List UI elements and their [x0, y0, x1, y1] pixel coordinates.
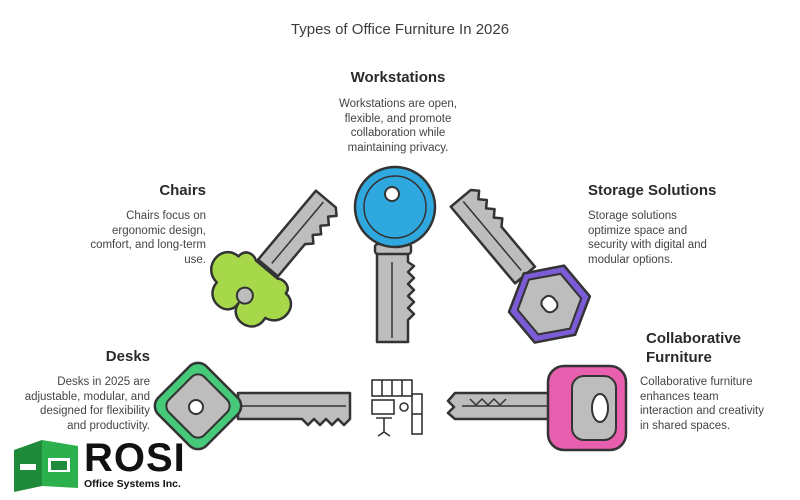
logo-subtitle: Office Systems Inc.: [84, 478, 181, 490]
workstations-heading: Workstations: [350, 69, 446, 86]
chairs-description: Chairs focus on ergonomic design, comfor…: [90, 210, 206, 266]
workstations-key-head: [353, 165, 437, 249]
storage-key: [449, 188, 592, 344]
desks-description: Desks in 2025 are adjustable, modular, a…: [24, 376, 150, 432]
storage-description: Storage solutions optimize space and sec…: [588, 210, 707, 266]
chairs-key: [210, 189, 338, 328]
rosi-logo: ROSI Office Systems Inc.: [12, 436, 185, 494]
collaborative-description: Collaborative furniture enhances team in…: [640, 376, 765, 432]
desks-heading: Desks: [105, 348, 150, 365]
collaborative-heading: Collaborative Furniture: [646, 330, 742, 366]
storage-heading: Storage Solutions: [588, 182, 717, 199]
collaborative-key: [446, 364, 628, 452]
logo-wordmark: ROSI: [84, 436, 186, 480]
cubicle-logo-icon: [14, 440, 78, 492]
chairs-heading: Chairs: [159, 182, 206, 199]
office-layout-icon: [371, 379, 423, 437]
workstations-description: Workstations are open, flexible, and pro…: [338, 98, 458, 154]
desks-key: [153, 361, 352, 451]
diagram-title: Types of Office Furniture In 2026: [290, 21, 510, 38]
workstations-key: [353, 165, 437, 344]
